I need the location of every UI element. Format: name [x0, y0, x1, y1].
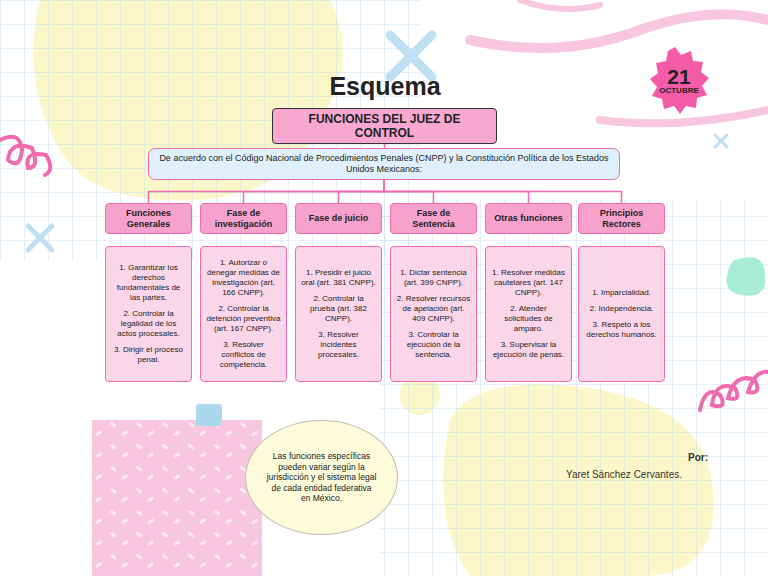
box-text: 2. Controlar la legalidad de los actos p…: [111, 309, 186, 339]
section-header: Fase de juicio: [295, 203, 382, 234]
connector: [339, 180, 385, 203]
box-text: FUNCIONES DEL JUEZ DE CONTROL: [281, 112, 488, 140]
header-text: Principios Rectores: [583, 208, 660, 230]
box-text: 3. Resolver conflictos de competencia.: [206, 340, 281, 370]
box-text: 1. Autorizar o denegar medidas de invest…: [206, 258, 281, 298]
content-box: 1. Dictar sentencia (art. 399 CNPP). 2. R…: [390, 246, 477, 382]
box-text: 2. Controlar la prueba (art. 382 CNPP).: [301, 294, 376, 324]
section-header: Fase de Sentencia: [390, 203, 477, 234]
main-title-box: FUNCIONES DEL JUEZ DE CONTROL: [272, 108, 497, 144]
box-text: 2. Resolver recursos de apelación (art. …: [396, 294, 471, 324]
box-text: 1. Resolver medidas cautelares (art. 147…: [491, 268, 566, 298]
blue-x: [390, 35, 432, 77]
blue-x: [715, 135, 727, 147]
teal-scribble: [727, 257, 766, 296]
content-box: 1. Presidir el juicio oral (art. 381 CNP…: [295, 246, 382, 382]
box-text: 3. Controlar la ejecución de la sentenci…: [396, 330, 471, 360]
content-box: 1. Autorizar o denegar medidas de invest…: [200, 246, 287, 382]
box-text: 21: [667, 66, 690, 87]
box-text: 1. Garantizar los derechos fundamentales…: [111, 263, 186, 303]
box-text: De acuerdo con el Código Nacional de Pro…: [157, 153, 611, 176]
pink-loops: [0, 137, 50, 175]
pink-pattern: [92, 420, 262, 576]
section-header: Otras funciones: [485, 203, 572, 234]
grid: [380, 200, 768, 576]
pink-square: [92, 420, 262, 576]
header-text: Funciones Generales: [110, 208, 187, 230]
content-box: 1. Resolver medidas cautelares (art. 147…: [485, 246, 572, 382]
box-text: 3. Resolver incidentes procesales.: [301, 330, 376, 360]
box-text: 3. Respeto a los derechos humanos.: [584, 320, 659, 340]
section-header: Principios Rectores: [578, 203, 665, 234]
pink-squiggle: [600, 110, 768, 123]
connector: [244, 180, 385, 203]
box-text: Las funciones específicas pueden variar …: [266, 451, 377, 504]
author-prefix: Por:: [688, 452, 708, 463]
box-text: 1. Presidir el juicio oral (art. 381 CNP…: [301, 268, 376, 288]
box-text: 1. Imparcialidad.: [592, 288, 651, 298]
pink-squiggle: [470, 14, 768, 48]
section-header: Fase de investigación: [200, 203, 287, 234]
header-text: Otras funciones: [494, 213, 563, 224]
content-box: 1. Imparcialidad. 2. Independencia. 3. Res…: [578, 246, 665, 382]
box-text: 1. Dictar sentencia (art. 399 CNPP).: [396, 268, 471, 288]
blue-scribble: [196, 404, 222, 426]
diagram-title: Esquema: [329, 72, 440, 101]
box-text: OCTUBRE: [659, 87, 699, 96]
header-text: Fase de juicio: [309, 213, 369, 224]
box-text: 2. Atender solicitudes de amparo.: [491, 304, 566, 334]
pink-loops: [700, 372, 768, 410]
blue-x: [28, 226, 52, 250]
content-box: 1. Garantizar los derechos fundamentales…: [105, 246, 192, 382]
box-text: 3. Dirigir el proceso penal.: [111, 345, 186, 365]
note-ellipse: Las funciones específicas pueden variar …: [245, 420, 398, 535]
pink-star-badge: [650, 47, 709, 114]
connector: [149, 180, 385, 203]
section-header: Funciones Generales: [105, 203, 192, 234]
header-text: Fase de Sentencia: [395, 208, 472, 230]
author-name: Yaret Sánchez Cervantes.: [566, 469, 682, 480]
box-text: 2. Controlar la detención preventiva (ar…: [206, 304, 281, 334]
pink-squiggle: [520, 0, 600, 9]
header-text: Fase de investigación: [205, 208, 282, 230]
date-badge: 21OCTUBRE: [650, 56, 708, 106]
connector: [384, 180, 622, 203]
box-text: 3. Supervisar la ejecución de penas.: [491, 340, 566, 360]
intro-box: De acuerdo con el Código Nacional de Pro…: [148, 148, 620, 180]
box-text: 2. Independencia.: [590, 304, 654, 314]
